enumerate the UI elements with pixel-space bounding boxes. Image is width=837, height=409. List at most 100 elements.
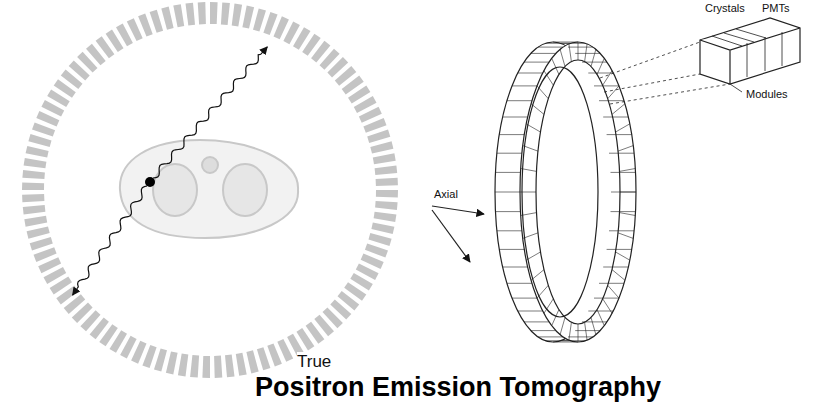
detector-block: [369, 233, 392, 246]
ring-segment: [569, 44, 572, 62]
ring-segment: [599, 283, 624, 284]
detector-block: [253, 8, 266, 31]
ring-segment: [608, 285, 619, 298]
detector-block: [161, 7, 173, 30]
ring-segment: [531, 330, 556, 331]
ring-segment: [611, 192, 636, 193]
scanner-ring: [495, 42, 636, 342]
ring-segment: [512, 85, 537, 86]
ring-segment: [497, 230, 522, 231]
ring-segment: [531, 104, 544, 115]
detector-block: [22, 182, 44, 190]
ring-segment: [612, 270, 625, 281]
gamma-ray: [153, 47, 267, 178]
ring-segment: [612, 104, 625, 115]
detector-ring: [22, 2, 398, 378]
detector-block: [214, 356, 222, 378]
detector-block: [34, 247, 57, 262]
detector-block: [22, 170, 45, 179]
ring-segment: [620, 213, 636, 216]
detector-block: [257, 347, 271, 370]
ring-segment: [603, 117, 628, 118]
detector-block: [367, 130, 390, 144]
ring-segment: [599, 100, 624, 101]
annihilation-point: [145, 177, 155, 187]
detector-block: [363, 118, 386, 133]
ring-segment: [518, 73, 543, 74]
axis-arrows: [432, 206, 484, 262]
ring-segment: [582, 62, 607, 63]
ring-segment: [499, 134, 524, 135]
detector-block: [202, 356, 210, 378]
ring-segment: [552, 58, 559, 74]
ring-segment: [603, 71, 612, 86]
gamma-ray: [73, 186, 147, 295]
ring-segment: [615, 124, 629, 132]
ring-segment: [495, 192, 520, 193]
ring-segment: [560, 49, 565, 66]
detector-block: [371, 222, 394, 234]
detector-block: [166, 351, 178, 374]
ring-segment: [585, 44, 588, 62]
ring-segment: [538, 336, 563, 337]
ring-segment: [578, 324, 579, 342]
ring-segment: [523, 233, 538, 239]
ring-segment: [512, 298, 537, 299]
ring-segment: [588, 311, 613, 312]
ring-segment: [603, 267, 628, 268]
ring-segment: [575, 330, 600, 331]
ring-segment: [503, 267, 528, 268]
ring-segment: [582, 321, 607, 322]
detector-block: [150, 10, 164, 33]
ring-segment: [526, 124, 540, 132]
detector-block: [373, 153, 396, 164]
ring-segment: [603, 299, 612, 314]
ring-segment: [552, 310, 559, 326]
ring-segment: [591, 49, 596, 66]
ring-segment: [618, 233, 633, 239]
detector-block: [154, 349, 167, 372]
ring-segment: [569, 322, 572, 340]
ring-segment: [553, 342, 578, 343]
detector-block: [263, 12, 277, 35]
detector-block: [190, 355, 199, 378]
ring-segment: [585, 322, 588, 340]
ring-segment: [544, 299, 553, 314]
ring-segment: [578, 42, 579, 60]
detector-block: [142, 345, 156, 368]
ring-segment: [611, 211, 636, 212]
axis-label: Axial: [434, 188, 458, 200]
detector-block: [28, 134, 51, 147]
ring-segment: [607, 249, 632, 250]
ring-segment: [537, 86, 548, 99]
ring-segment: [524, 62, 549, 63]
ring-segment: [597, 58, 604, 74]
detector-block: [26, 146, 49, 158]
detector-block: [376, 190, 398, 198]
ring-segment: [531, 53, 556, 54]
detector-block: [178, 354, 188, 377]
ring-segment: [609, 153, 634, 154]
detector-block: [24, 158, 47, 168]
detector-block: [375, 166, 398, 176]
ring-segment: [568, 336, 593, 337]
detector-block: [30, 237, 53, 251]
leader-lines: [600, 42, 742, 104]
ring-segment: [507, 283, 532, 284]
part-label: Crystals: [705, 2, 745, 14]
detector-block: [246, 350, 258, 373]
detector-block: [225, 355, 235, 378]
ring-segment: [545, 340, 570, 341]
detector-block: [210, 2, 218, 24]
detector-block: [221, 2, 230, 25]
detector-block: [232, 4, 242, 27]
ring-segment: [538, 47, 563, 48]
ring-segment: [597, 310, 604, 326]
ring-segment: [615, 252, 629, 260]
detector-block: [370, 141, 393, 153]
ring-segment: [521, 213, 537, 216]
ring-segment: [620, 192, 636, 193]
ring-segment: [568, 47, 593, 48]
ring-segment: [520, 192, 536, 193]
